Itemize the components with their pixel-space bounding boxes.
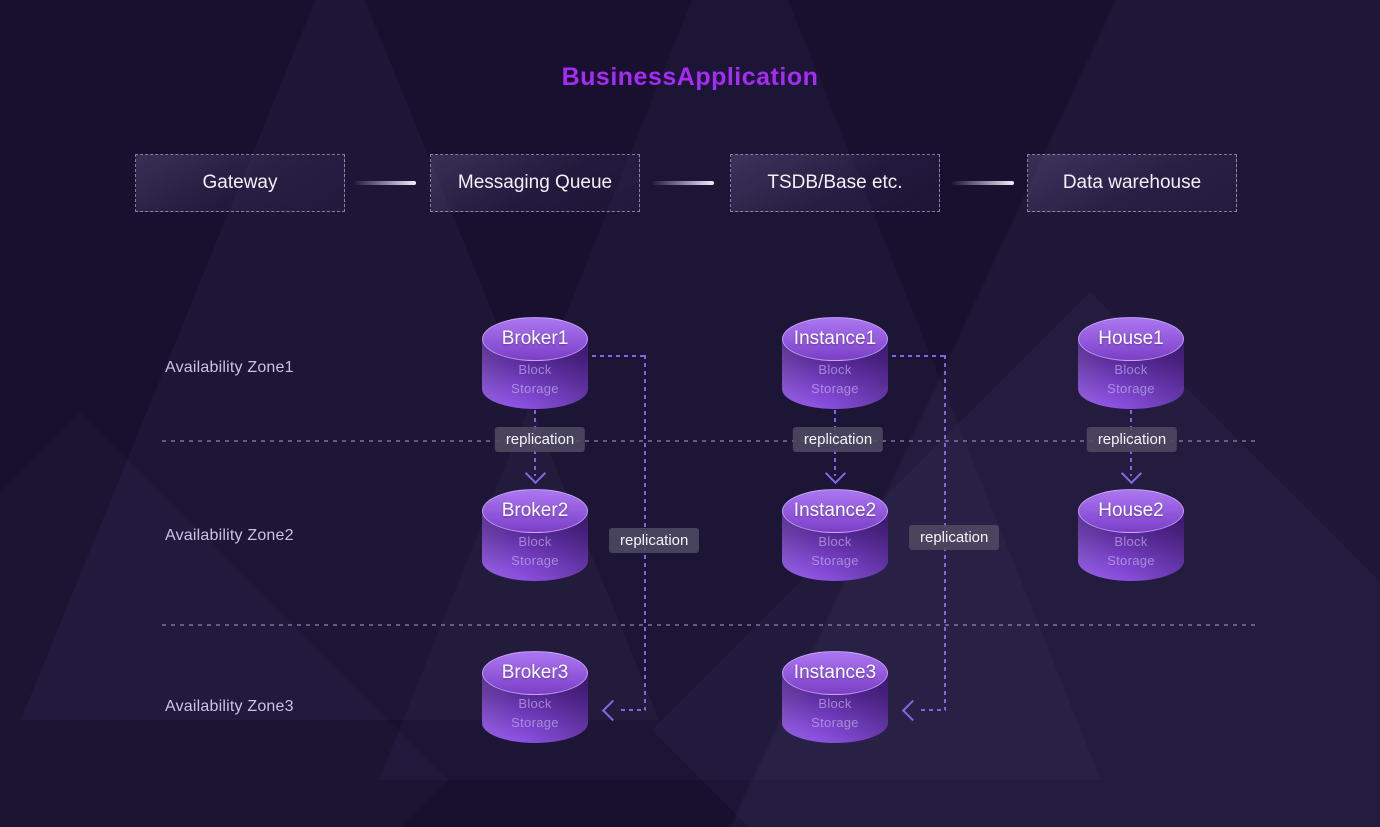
storage-node-broker1: Block Storage Broker1 (482, 317, 588, 409)
cylinder-top: House1 (1078, 317, 1184, 361)
node-name: Instance3 (793, 662, 877, 683)
edge-broker1-to-broker3-line (592, 355, 646, 357)
block-storage-label: Block Storage (1107, 362, 1155, 396)
pipeline-node-data-warehouse: Data warehouse (1027, 154, 1237, 212)
zone-label-2: Availability Zone2 (165, 527, 294, 544)
storage-node-instance2: Block Storage Instance2 (782, 489, 888, 581)
pipeline-node-tsdb: TSDB/Base etc. (730, 154, 940, 212)
cylinder-top: Instance3 (782, 651, 888, 695)
storage-node-house1: Block Storage House1 (1078, 317, 1184, 409)
pipeline-node-messaging-queue: Messaging Queue (430, 154, 640, 212)
background-pattern-shape (0, 412, 448, 827)
arrowhead-down-icon (824, 462, 847, 485)
arrowhead-left-icon (601, 699, 624, 722)
block-storage-label: Block Storage (811, 696, 859, 730)
storage-node-instance3: Block Storage Instance3 (782, 651, 888, 743)
storage-node-instance1: Block Storage Instance1 (782, 317, 888, 409)
zone-divider-2 (162, 624, 1260, 626)
pipeline-connector (952, 181, 1014, 185)
node-name: Broker1 (501, 328, 569, 349)
zone-divider-1 (162, 440, 1260, 442)
block-storage-label: Block Storage (811, 534, 859, 568)
background-pattern-shape (20, 0, 660, 720)
pipeline-node-label: Messaging Queue (457, 172, 613, 193)
cylinder-top: Broker1 (482, 317, 588, 361)
replication-label: replication (494, 427, 586, 452)
pipeline-connector (354, 181, 416, 185)
block-storage-label: Block Storage (1107, 534, 1155, 568)
pipeline-node-label: Gateway (202, 172, 278, 193)
block-storage-label: Block Storage (511, 362, 559, 396)
replication-label: replication (1086, 427, 1178, 452)
storage-node-broker2: Block Storage Broker2 (482, 489, 588, 581)
node-name: Broker2 (501, 500, 569, 521)
cylinder-top: Broker2 (482, 489, 588, 533)
storage-node-broker3: Block Storage Broker3 (482, 651, 588, 743)
edge-broker1-to-broker3-line (621, 709, 646, 711)
edge-instance1-to-instance3-line (921, 709, 946, 711)
edge-instance1-to-instance3-line (892, 355, 946, 357)
node-name: House1 (1098, 328, 1164, 349)
block-storage-label: Block Storage (511, 534, 559, 568)
cylinder-top: Broker3 (482, 651, 588, 695)
arrowhead-down-icon (1120, 462, 1143, 485)
arrowhead-left-icon (901, 699, 924, 722)
cylinder-top: Instance2 (782, 489, 888, 533)
cylinder-top: Instance1 (782, 317, 888, 361)
replication-label: replication (792, 427, 884, 452)
background-pattern-shape (651, 291, 1380, 827)
node-name: House2 (1098, 500, 1164, 521)
cylinder-top: House2 (1078, 489, 1184, 533)
node-name: Instance2 (793, 500, 877, 521)
block-storage-label: Block Storage (811, 362, 859, 396)
diagram-title: BusinessApplication (561, 63, 819, 91)
zone-label-1: Availability Zone1 (165, 359, 294, 376)
pipeline-node-gateway: Gateway (135, 154, 345, 212)
replication-label: replication (909, 525, 1000, 550)
arrowhead-down-icon (524, 462, 547, 485)
pipeline-node-label: Data warehouse (1062, 172, 1202, 193)
node-name: Instance1 (793, 328, 877, 349)
node-name: Broker3 (501, 662, 569, 683)
replication-label: replication (609, 528, 700, 553)
background-pattern-shape (379, 0, 1101, 780)
block-storage-label: Block Storage (511, 696, 559, 730)
zone-label-3: Availability Zone3 (165, 698, 294, 715)
pipeline-connector (652, 181, 714, 185)
storage-node-house2: Block Storage House2 (1078, 489, 1184, 581)
pipeline-node-label: TSDB/Base etc. (767, 172, 903, 193)
